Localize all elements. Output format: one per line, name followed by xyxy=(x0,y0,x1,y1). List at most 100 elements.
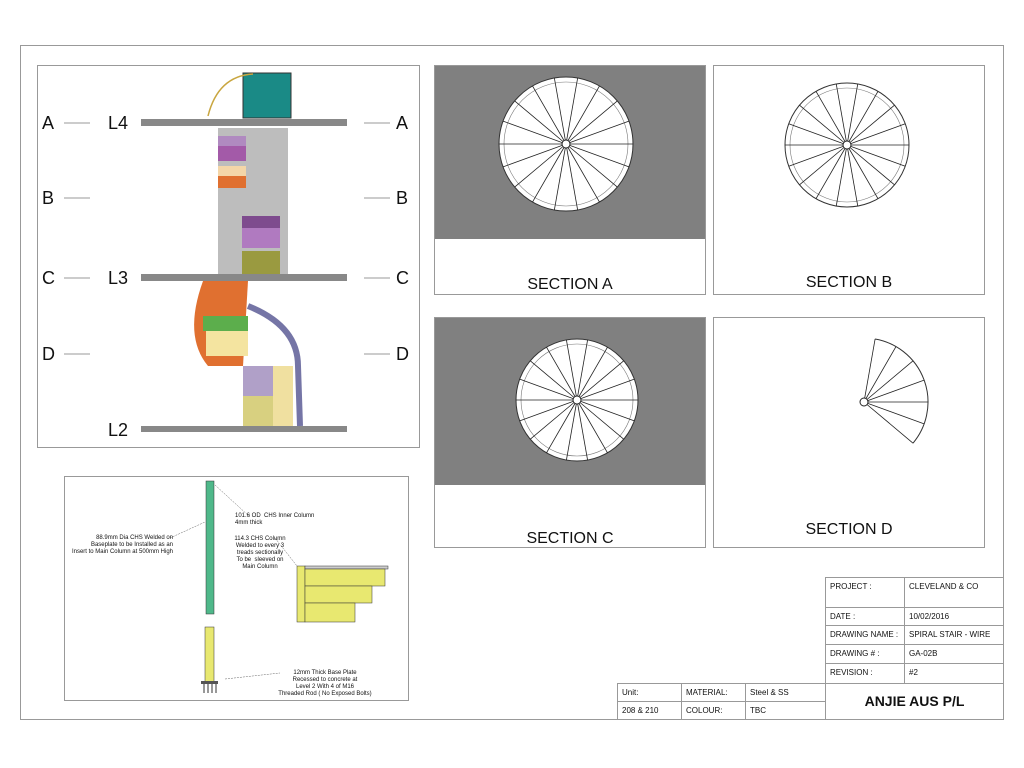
section-mark-b-right: B xyxy=(396,188,409,208)
tread-line xyxy=(565,120,630,145)
level-l4: L4 xyxy=(108,113,129,133)
tread-line xyxy=(863,401,914,444)
tread-line xyxy=(835,83,848,146)
material-label: MATERIAL: xyxy=(681,683,746,702)
tread-line xyxy=(799,144,848,186)
section-mark-c-right: C xyxy=(396,268,409,288)
tread-line xyxy=(863,360,914,403)
drawing-no-value: GA-02B xyxy=(904,644,1004,664)
section-d-label: SECTION D xyxy=(805,521,893,538)
tread-line xyxy=(846,83,859,146)
tread-line xyxy=(863,346,897,403)
tread-line xyxy=(863,338,876,403)
section-c-view: SECTION C xyxy=(434,317,706,548)
section-a-label: SECTION A xyxy=(527,276,613,293)
column-detail-view: 101.6 OD CHS Inner Column 4mm thick 88.9… xyxy=(64,476,409,701)
tread-line xyxy=(576,399,624,440)
section-mark-d-left: D xyxy=(42,344,55,364)
sheet-border xyxy=(20,45,1004,720)
center-column xyxy=(561,139,571,149)
section-mark-a-left: A xyxy=(42,113,55,133)
note-inner-column: 101.6 OD CHS Inner Column 4mm thick xyxy=(235,513,315,526)
tread-line xyxy=(576,360,624,401)
date-value: 10/02/2016 xyxy=(904,607,1004,626)
section-b-view: SECTION B xyxy=(713,65,985,295)
tread-line xyxy=(846,144,906,167)
landing-l4 xyxy=(141,119,347,126)
tread-line xyxy=(530,360,578,401)
colour-label: COLOUR: xyxy=(681,701,746,720)
tread-line xyxy=(835,144,848,207)
tread-line xyxy=(846,144,879,199)
tread-line xyxy=(546,399,578,454)
tread-line xyxy=(846,144,895,186)
unit-value: 208 & 210 xyxy=(617,701,682,720)
section-c-label: SECTION C xyxy=(526,530,614,547)
section-mark-a-right: A xyxy=(396,113,409,133)
center-column xyxy=(859,397,869,407)
tread-line xyxy=(553,77,567,145)
tread-line xyxy=(514,100,567,145)
tread-line xyxy=(565,100,618,145)
stair-plan xyxy=(498,76,634,212)
tread-line xyxy=(519,399,578,422)
tread-line xyxy=(565,143,579,211)
tread-line xyxy=(576,399,588,461)
tread-line xyxy=(519,378,578,401)
tread-line xyxy=(863,379,925,403)
tread-line xyxy=(514,143,567,188)
project-value: CLEVELAND & CO xyxy=(904,577,1004,608)
center-column xyxy=(842,140,852,150)
company-name: ANJIE AUS P/L xyxy=(825,683,1004,720)
tread-line xyxy=(566,339,578,401)
tread-line xyxy=(565,143,630,168)
tread-line xyxy=(576,399,608,454)
note-insert: 88.9mm Dia CHS Welded on Baseplate to be… xyxy=(71,535,173,555)
section-mark-c-left: C xyxy=(42,268,55,288)
stair-plan xyxy=(515,338,639,462)
tread-line xyxy=(846,144,859,207)
level-l2: L2 xyxy=(108,420,129,440)
stair-plan xyxy=(859,338,929,444)
tread-line xyxy=(863,401,925,425)
landing-l3 xyxy=(141,274,347,281)
tread-line xyxy=(846,123,906,146)
tread-line xyxy=(788,123,848,146)
note-base-plate: 12mm Thick Base Plate Recessed to concre… xyxy=(278,670,372,697)
tread-line xyxy=(565,85,600,145)
stair-outline xyxy=(875,338,929,444)
tread-line xyxy=(565,143,600,203)
drawing-name-label: DRAWING NAME : xyxy=(825,625,905,645)
unit-label: Unit: xyxy=(617,683,682,702)
tread-line xyxy=(532,143,567,203)
tread-line xyxy=(815,91,848,146)
tread-line xyxy=(576,346,608,401)
spiral-stair-elevation xyxy=(64,72,390,432)
tread-line xyxy=(576,378,635,401)
tread-line xyxy=(788,144,848,167)
tread-line xyxy=(502,120,567,145)
column-detail-drawing xyxy=(169,480,389,693)
tread-line xyxy=(846,104,895,146)
section-a-view: SECTION A xyxy=(434,65,706,295)
project-label: PROJECT : xyxy=(825,577,905,608)
tread-line xyxy=(546,346,578,401)
colour-value: TBC xyxy=(745,701,826,720)
tread-line xyxy=(553,143,567,211)
tread-line xyxy=(576,399,635,422)
note-chs-column: 114.3 CHS Column Welded to every 3 tread… xyxy=(234,536,286,570)
landing-l2 xyxy=(141,426,347,432)
revision-label: REVISION : xyxy=(825,663,905,684)
level-l3: L3 xyxy=(108,268,129,288)
tread-line xyxy=(566,399,578,461)
elevation-view: L4 L3 L2 A A B B C C D D xyxy=(37,65,420,448)
center-column xyxy=(572,395,582,405)
drawing-name-value: SPIRAL STAIR - WIRE xyxy=(904,625,1004,645)
tread-line xyxy=(799,104,848,146)
material-value: Steel & SS xyxy=(745,683,826,702)
tread-line xyxy=(815,144,848,199)
date-label: DATE : xyxy=(825,607,905,626)
tread-line xyxy=(502,143,567,168)
tread-line xyxy=(565,77,579,145)
section-d-view: SECTION D xyxy=(713,317,985,548)
